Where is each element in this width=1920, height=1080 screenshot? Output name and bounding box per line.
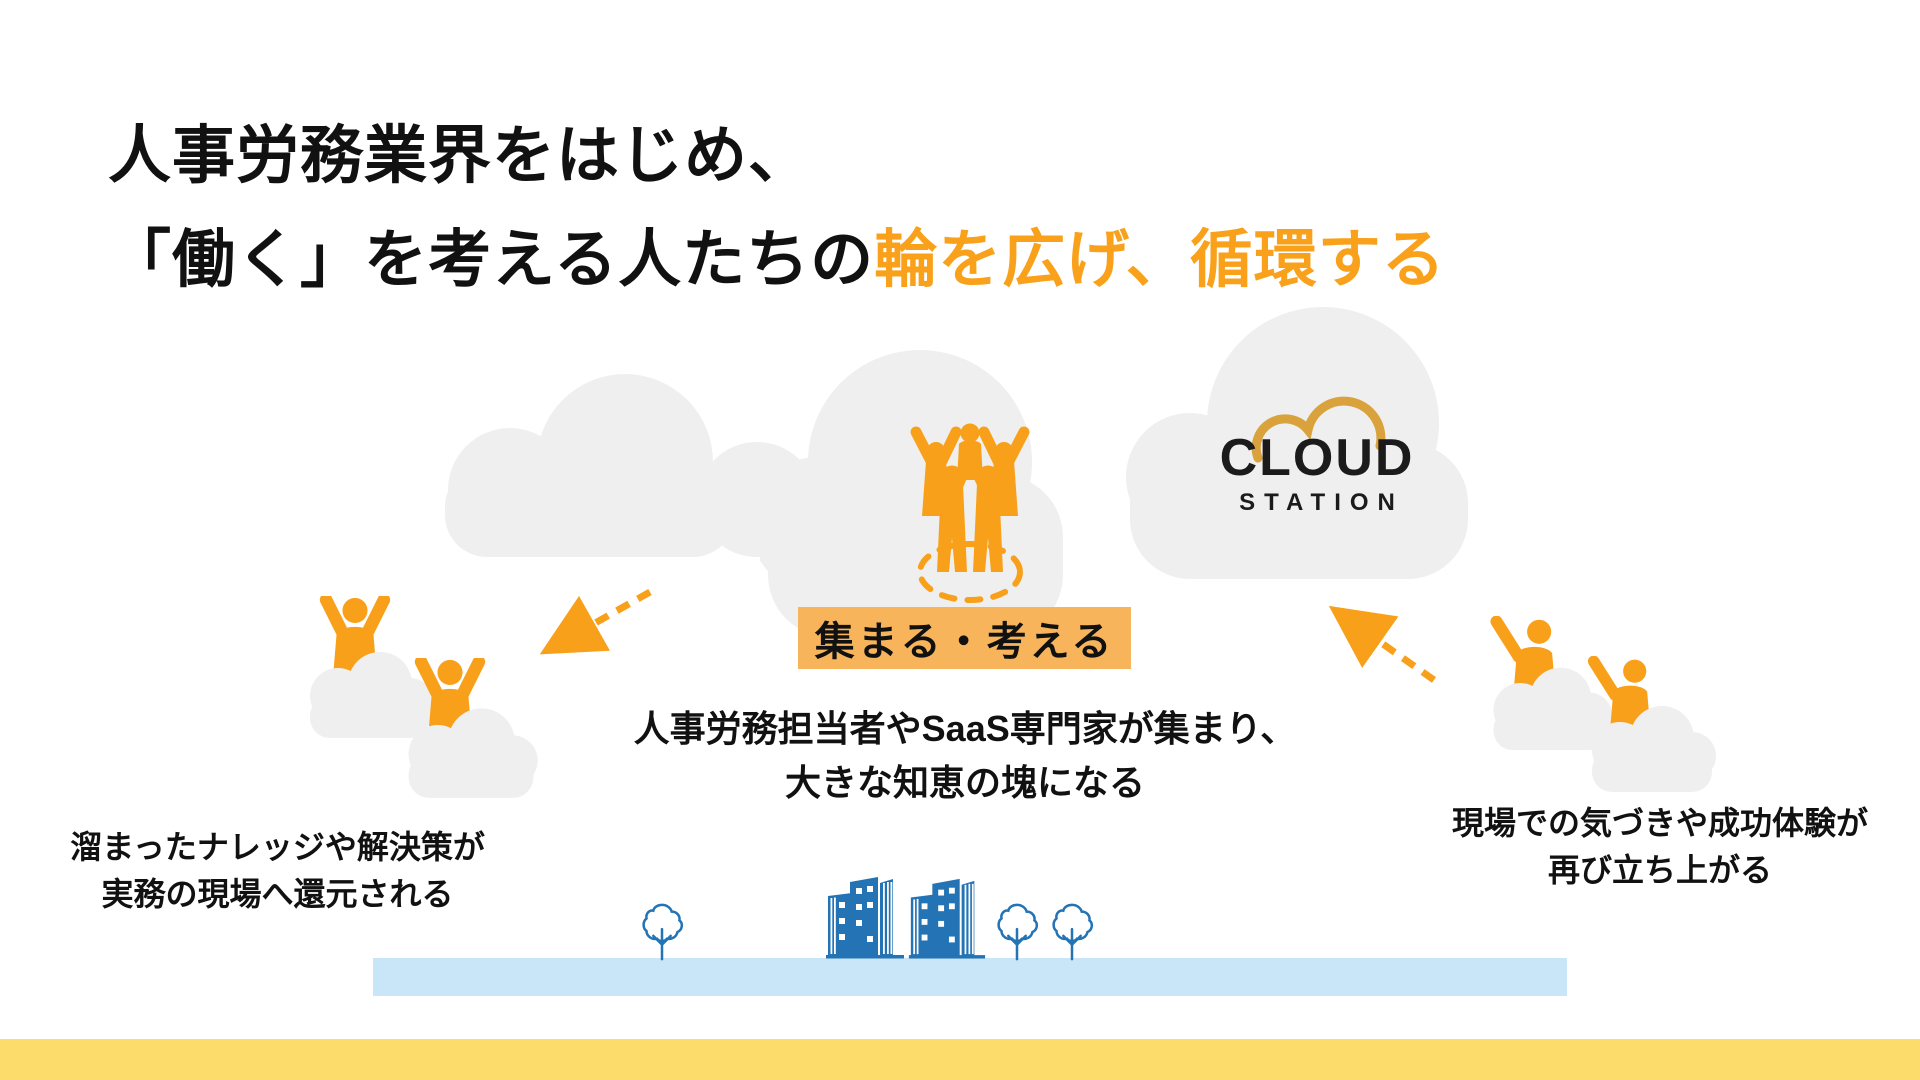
arrow-to-left-icon — [539, 588, 652, 655]
left-caption-line2: 実務の現場へ還元される — [101, 876, 454, 912]
logo-subtitle: STATION — [1239, 489, 1404, 516]
page-title: 人事労務業界をはじめ、 「働く」を考える人たちの輪を広げ、循環する — [108, 104, 1446, 312]
small-cloud-icon — [310, 652, 434, 738]
center-description-line2: 大きな知恵の塊になる — [784, 762, 1145, 803]
tree-icon — [642, 903, 684, 961]
small-cloud-icon — [408, 708, 538, 798]
right-caption-line1: 現場での気づきや成功体験が — [1451, 805, 1868, 841]
small-cloud-icon — [1592, 706, 1716, 792]
logo-cloud-arc-icon — [1251, 396, 1386, 463]
tree-icon — [1052, 903, 1094, 961]
logo-wordmark: CLOUD — [1219, 429, 1415, 487]
backdrop-cloud-right-icon — [1126, 307, 1468, 579]
center-description-line1: 人事労務担当者やSaaS専門家が集まり、 — [633, 708, 1297, 749]
backdrop-cloud-left-icon — [445, 374, 735, 557]
group-people-circle-icon — [910, 423, 1030, 603]
arrow-to-center-icon — [1328, 605, 1437, 683]
left-caption-line1: 溜まったナレッジや解決策が — [70, 829, 485, 865]
gather-think-badge: 集まる・考える — [798, 607, 1131, 669]
cloud-station-logo: CLOUD STATION — [1192, 396, 1442, 518]
title-line1: 人事労務業界をはじめ、 — [108, 121, 812, 191]
left-caption: 溜まったナレッジや解決策が 実務の現場へ還元される — [50, 824, 505, 918]
buildings-icon — [826, 877, 904, 959]
right-caption-line2: 再び立ち上がる — [1547, 852, 1772, 888]
footer-accent-bar — [0, 1039, 1920, 1080]
right-caption: 現場での気づきや成功体験が 再び立ち上がる — [1420, 800, 1900, 894]
title-line2-black: 「働く」を考える人たちの — [108, 225, 875, 295]
small-cloud-icon — [1493, 667, 1613, 751]
ground-bar — [373, 958, 1567, 996]
title-line2-accent: 輪を広げ、循環する — [874, 225, 1446, 295]
title-line2: 「働く」を考える人たちの輪を広げ、循環する — [108, 208, 1446, 312]
badge-label: 集まる・考える — [814, 620, 1115, 664]
buildings-icon — [908, 878, 986, 959]
center-description: 人事労務担当者やSaaS専門家が集まり、 大きな知恵の塊になる — [610, 702, 1320, 810]
tree-icon — [997, 903, 1039, 961]
